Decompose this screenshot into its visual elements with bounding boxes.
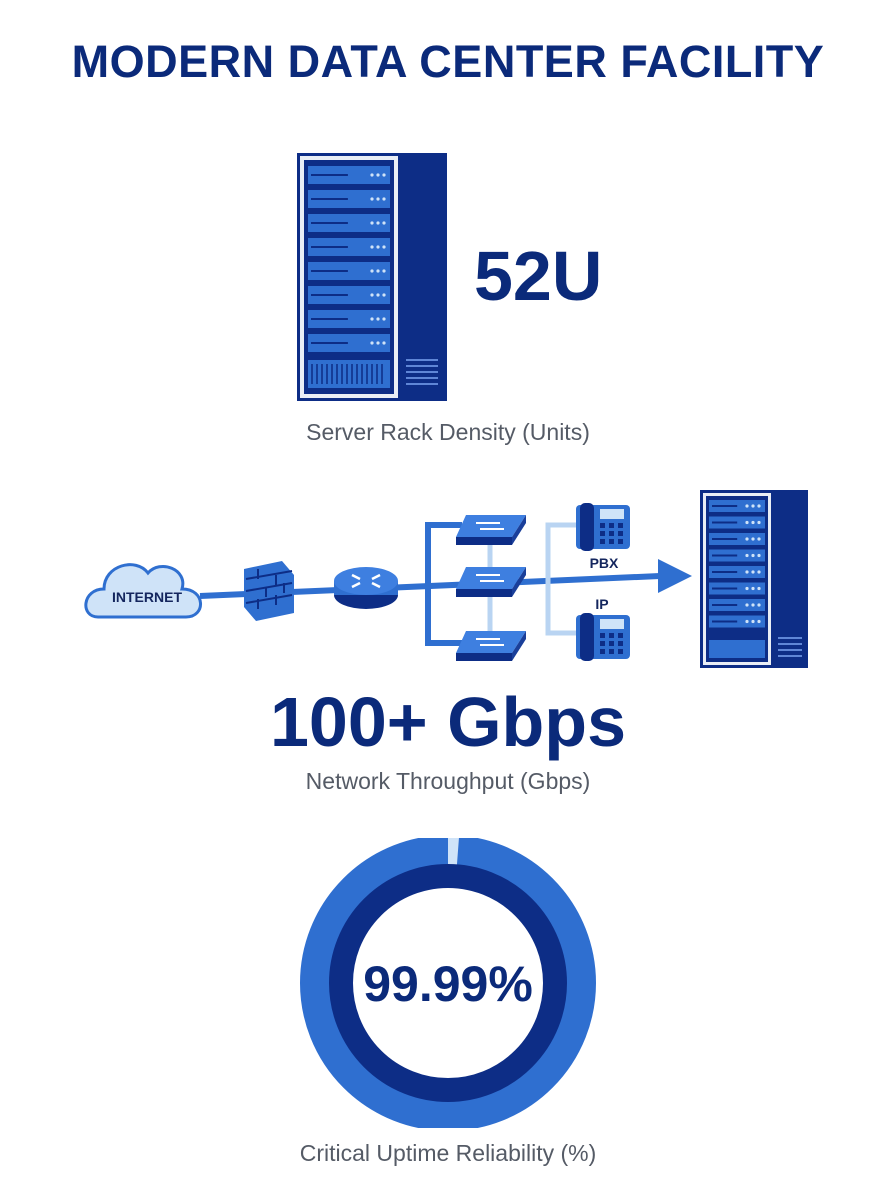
uptime-caption: Critical Uptime Reliability (%) [299,1140,597,1166]
rack-unit [308,262,390,280]
rack-unit [308,310,390,328]
uptime-value: 99.99% [363,956,533,1012]
rack-unit [308,334,390,352]
arrow-icon [658,559,692,593]
switch-icon [456,515,526,545]
firewall-icon [244,561,294,621]
rack-unit [308,166,390,184]
uptime-ring-inner [329,864,567,1102]
server-rack-icon [297,153,447,401]
rack-unit [308,238,390,256]
server-rack-icon [700,490,808,668]
phone-icon [576,613,630,661]
network-diagram: INTERNET [84,490,808,668]
page-title: MODERN DATA CENTER FACILITY [71,36,825,87]
uptime-donut: 99.99% [300,838,596,1128]
rack-density-value: 52U [474,237,603,315]
router-icon [334,567,398,609]
rack-unit [308,190,390,208]
throughput-value: 100+ Gbps [269,683,626,761]
cloud-label: INTERNET [112,589,182,605]
rack-unit [308,286,390,304]
phone-icon [576,503,630,551]
throughput-caption: Network Throughput (Gbps) [305,768,591,794]
pbx-label: PBX [590,555,619,571]
rack-unit [308,214,390,232]
rack-density-caption: Server Rack Density (Units) [306,419,590,445]
switch-icon [456,631,526,661]
switch-icon [456,567,526,597]
cloud-icon [84,563,202,619]
ip-label: IP [595,596,608,612]
